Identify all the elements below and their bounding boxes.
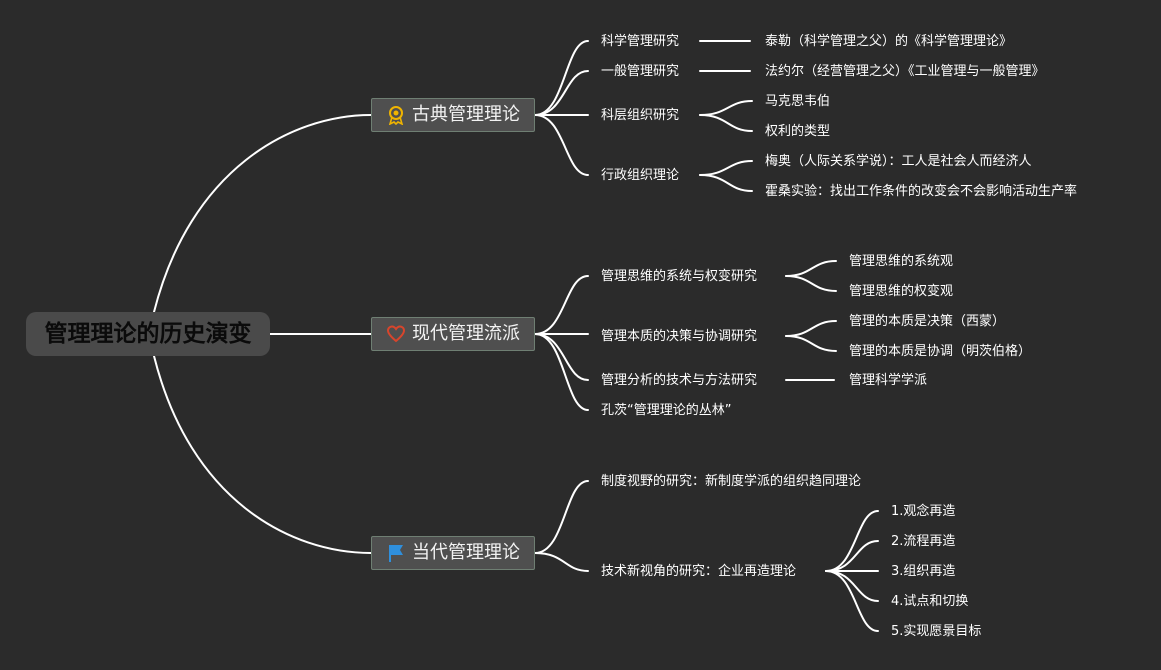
leaf-decision-simon[interactable]: 管理的本质是决策（西蒙） [849, 313, 1006, 329]
subtopic-koontz-jungle[interactable]: 孔茨“管理理论的丛林” [601, 402, 732, 418]
link-modern-3 [534, 333, 589, 381]
link-root-contemporary [153, 355, 372, 554]
link-classic-2 [534, 70, 589, 116]
root-topic[interactable]: 管理理论的历史演变 [26, 312, 270, 356]
link-modern-1 [534, 275, 589, 335]
link-modern-4 [534, 333, 589, 411]
leaf-systems-view[interactable]: 管理思维的系统观 [849, 253, 954, 269]
subtopic-institutional-view[interactable]: 制度视野的研究：新制度学派的组织趋同理论 [601, 473, 862, 489]
topic-modern-schools[interactable]: 现代管理流派 [371, 317, 535, 351]
leaf-pilot-and-switch[interactable]: 4.试点和切换 [891, 593, 969, 609]
leaf-weber[interactable]: 马克思韦伯 [765, 93, 831, 109]
link-contemporary-1 [534, 480, 589, 554]
link-modern-1-leaf-1 [785, 260, 837, 277]
link-modern-2-leaf-2 [785, 335, 837, 352]
leaf-process-reengineering[interactable]: 2.流程再造 [891, 533, 956, 549]
subtopic-general-management[interactable]: 一般管理研究 [601, 63, 680, 79]
link-classic-4 [534, 114, 589, 176]
link-contemporary-2 [534, 552, 589, 572]
link-contemporary-2-leaf-5 [825, 570, 879, 632]
leaf-concept-reengineering[interactable]: 1.观念再造 [891, 503, 956, 519]
medal-icon [386, 105, 406, 125]
topic-label: 古典管理理论 [412, 104, 520, 125]
leaf-organization-reengineering[interactable]: 3.组织再造 [891, 563, 956, 579]
link-classic-1 [534, 40, 589, 116]
leaf-coordination-mintzberg[interactable]: 管理的本质是协调（明茨伯格） [849, 343, 1032, 359]
link-classic-3-leaf-2 [699, 114, 753, 132]
subtopic-bureaucracy[interactable]: 科层组织研究 [601, 107, 680, 123]
link-root-classic [153, 114, 372, 313]
leaf-fayol[interactable]: 法约尔（经营管理之父）《工业管理与一般管理》 [765, 63, 1045, 79]
subtopic-technique-method[interactable]: 管理分析的技术与方法研究 [601, 372, 758, 388]
link-modern-1-leaf-2 [785, 275, 837, 292]
subtopic-decision-coordination[interactable]: 管理本质的决策与协调研究 [601, 328, 758, 344]
link-contemporary-2-leaf-1 [825, 510, 879, 572]
leaf-types-of-authority[interactable]: 权利的类型 [765, 123, 831, 139]
leaf-vision-goal[interactable]: 5.实现愿景目标 [891, 623, 982, 639]
topic-label: 现代管理流派 [412, 323, 520, 344]
topic-label: 当代管理理论 [412, 542, 520, 563]
subtopic-systems-contingency[interactable]: 管理思维的系统与权变研究 [601, 268, 758, 284]
link-classic-4-leaf-1 [699, 160, 753, 176]
leaf-taylor[interactable]: 泰勒（科学管理之父）的《科学管理理论》 [765, 33, 1013, 49]
topic-contemporary-management[interactable]: 当代管理理论 [371, 536, 535, 570]
subtopic-administrative-org[interactable]: 行政组织理论 [601, 167, 680, 183]
leaf-management-science[interactable]: 管理科学学派 [849, 372, 928, 388]
link-modern-2-leaf-1 [785, 320, 837, 337]
subtopic-scientific-management[interactable]: 科学管理研究 [601, 33, 680, 49]
leaf-mayo[interactable]: 梅奥（人际关系学说）：工人是社会人而经济人 [765, 153, 1032, 169]
topic-classic-management[interactable]: 古典管理理论 [371, 98, 535, 132]
leaf-hawthorne[interactable]: 霍桑实验：找出工作条件的改变会不会影响活动生产率 [765, 183, 1078, 199]
leaf-contingency-view[interactable]: 管理思维的权变观 [849, 283, 954, 299]
subtopic-reengineering[interactable]: 技术新视角的研究：企业再造理论 [601, 563, 797, 579]
link-classic-4-leaf-2 [699, 174, 753, 192]
flag-icon [386, 543, 406, 563]
link-classic-3-leaf-1 [699, 100, 753, 116]
heart-icon [386, 324, 406, 344]
